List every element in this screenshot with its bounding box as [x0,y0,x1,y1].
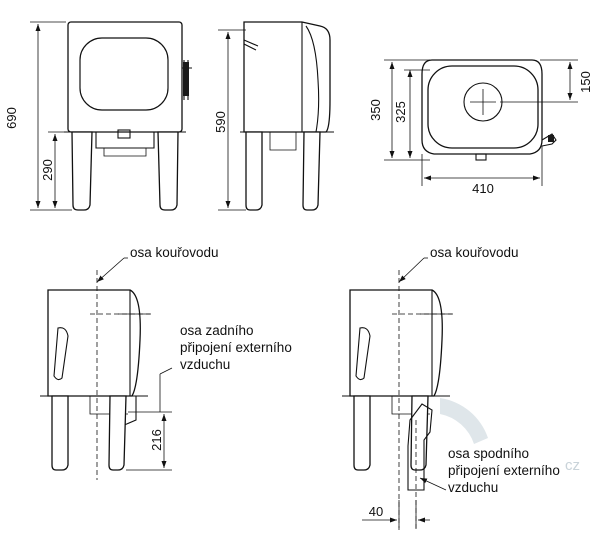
label-flue-axis-left: osa kouřovodu [130,245,219,260]
flue-callout-left: osa kouřovodu [96,245,219,283]
label-rear-air-2: připojení externího [180,340,292,355]
flue-callout-right: osa kouřovodu [398,245,519,283]
front-view [64,21,192,211]
dim-bottom-air-offset: 40 [369,504,383,519]
rear-air-dimension: 216 [126,411,172,471]
label-bottom-air-1: osa spodního [448,446,529,461]
watermark: cz [440,398,580,474]
label-flue-axis-right: osa kouřovodu [430,245,519,260]
dim-rear-air-height: 216 [149,429,164,451]
dim-flue-offset: 150 [578,71,593,93]
dim-total-height: 690 [4,107,19,129]
label-bottom-air-2: připojení externího [448,463,560,478]
dim-depth-total: 350 [368,99,383,121]
bottom-air-dimension: 40 [362,500,430,528]
top-view [421,59,557,161]
label-bottom-air-3: vzduchu [448,480,498,495]
bottom-air-view [342,270,456,530]
label-rear-air-3: vzduchu [180,357,230,372]
dim-side-height: 590 [213,111,228,133]
side-view [240,21,334,211]
rear-air-view [40,270,154,480]
label-rear-air-1: osa zadního [180,323,254,338]
top-dimensions: 350 325 150 410 [368,59,593,196]
rear-air-callout: osa zadního připojení externího vzduchu [159,323,292,412]
dim-depth-flue: 325 [393,101,408,123]
dim-width: 410 [472,181,494,196]
dim-leg-height: 290 [40,159,55,181]
side-dimensions: 590 [213,29,246,211]
watermark-text: cz [565,457,580,474]
bottom-air-callout: osa spodního připojení externího vzduchu [419,446,560,495]
front-dimensions: 690 290 [4,21,72,211]
